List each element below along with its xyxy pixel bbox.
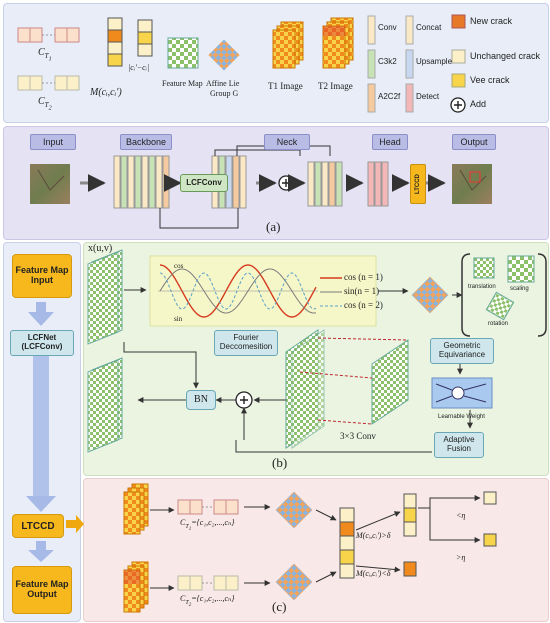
upsample-label: Upsample [416, 57, 453, 66]
stage-input: Input [30, 134, 76, 150]
output-image [452, 164, 492, 204]
stage-backbone: Backbone [120, 134, 172, 150]
c-ct1-set: CT1={c₁,c₂,...,cₙ} [180, 518, 235, 532]
cos-axis-label: cos [174, 262, 184, 270]
a2c2f-swatch [367, 83, 376, 113]
a2c2f-label: A2C2f [378, 92, 401, 101]
c-ct2-set: CT2={c₁,c₂,...,cₙ} [180, 594, 235, 608]
affine-icon [208, 39, 240, 71]
upsample-swatch [405, 49, 414, 79]
legend-sin1: sin(n = 1) [344, 286, 380, 296]
c3k2-label: C3k2 [378, 57, 397, 66]
conv-swatch [367, 15, 376, 45]
t2-image-label: T2 Image [318, 81, 353, 91]
m-column [107, 17, 123, 67]
affine-label: Affine Lie [206, 79, 240, 88]
b-input-map [87, 249, 123, 345]
c-m-column [339, 507, 355, 579]
stage-head: Head [372, 134, 408, 150]
t1-image-label: T1 Image [268, 81, 303, 91]
unchanged-crack-label: Unchanged crack [470, 51, 541, 61]
concat-label: Concat [416, 23, 442, 32]
cond-gt: M(cᵢ,cᵢ')>δ [356, 531, 391, 540]
ratio-lt: <η [456, 511, 466, 520]
rotation-tile [485, 291, 515, 321]
t2-stack [322, 17, 354, 69]
fourier-box-label: Fourier Deccomesition [214, 330, 278, 356]
feature-map-label: Feature Map [162, 79, 203, 88]
translation-label: translation [468, 284, 496, 290]
cond-lt: M(cᵢ,cᵢ')<δ [356, 569, 391, 578]
side-arrow-1 [28, 302, 54, 326]
c-ct1-cells [177, 499, 239, 515]
c-t2-stack [123, 561, 149, 613]
side-shaft [33, 356, 49, 496]
neck-blocks-2 [307, 161, 343, 207]
translation-tile [473, 257, 495, 279]
c-t1-stack [123, 483, 149, 535]
detect-swatch [405, 83, 414, 113]
caption-b: (b) [272, 455, 288, 470]
add-label: Add [470, 99, 487, 109]
conv-label: Conv [378, 23, 397, 32]
diff-label: |cᵢ'−cᵢ| [128, 63, 150, 72]
legend-cos1: cos (n = 1) [344, 272, 383, 282]
c-ct2-cells [177, 575, 239, 591]
caption-a: (a) [266, 219, 281, 234]
feature-map-icon [167, 37, 199, 69]
c-affine-2 [275, 563, 313, 601]
feature-map-output-box: Feature Map Output [12, 566, 72, 614]
group-g-label: Group G [210, 89, 239, 98]
conv33-label: 3×3 Conv [340, 431, 376, 441]
concat-swatch [405, 15, 414, 45]
input-image [30, 164, 70, 204]
conv-stack [285, 329, 409, 449]
ct1-cells [17, 27, 80, 43]
ratio-gt: >η [456, 553, 466, 562]
sin-axis-label: sin [174, 315, 183, 323]
scaling-label: scaling [510, 286, 529, 292]
ltccd-side-box: LTCCD [12, 514, 64, 538]
ct2-label: CT2 [38, 96, 52, 112]
xuv-label: x(u,v) [88, 243, 113, 254]
panel-c [83, 478, 549, 622]
caption-c: (c) [272, 599, 287, 614]
bn-box: BN [186, 390, 216, 410]
stage-output: Output [452, 134, 496, 150]
ct2-cells [17, 75, 80, 91]
backbone-blocks [113, 155, 170, 209]
geometric-box: Geometric Equivariance [430, 338, 494, 364]
adaptive-box: Adaptive Fusion [434, 432, 484, 458]
c3k2-swatch [367, 49, 376, 79]
legend-cos2: cos (n = 2) [344, 300, 383, 310]
b-output-map [87, 357, 123, 453]
c-upper-column [403, 493, 417, 537]
diff-column [137, 19, 153, 57]
stage-neck: Neck [264, 134, 310, 150]
c-affine-1 [275, 491, 313, 529]
rotation-label: rotation [488, 321, 509, 327]
lcfnet-box: LCFNet (LCFConv) [10, 330, 74, 356]
ltccd-block: LTCCD [410, 164, 426, 204]
lcfconv-block: LCFConv [180, 174, 228, 192]
t1-stack [272, 21, 304, 69]
b-affine-tile [411, 276, 449, 314]
ct1-label: CT1 [38, 47, 52, 63]
m-func-label: M(cᵢ,cᵢ') [90, 87, 122, 98]
head-blocks [367, 161, 389, 207]
feature-map-input-box: Feature Map Input [12, 254, 72, 298]
scaling-tile [507, 255, 535, 283]
detect-label: Detect [416, 92, 440, 101]
learnable-label: Learnable Weight [438, 414, 485, 420]
new-crack-label: New crack [470, 16, 513, 26]
vee-crack-label: Vee crack [470, 75, 510, 85]
